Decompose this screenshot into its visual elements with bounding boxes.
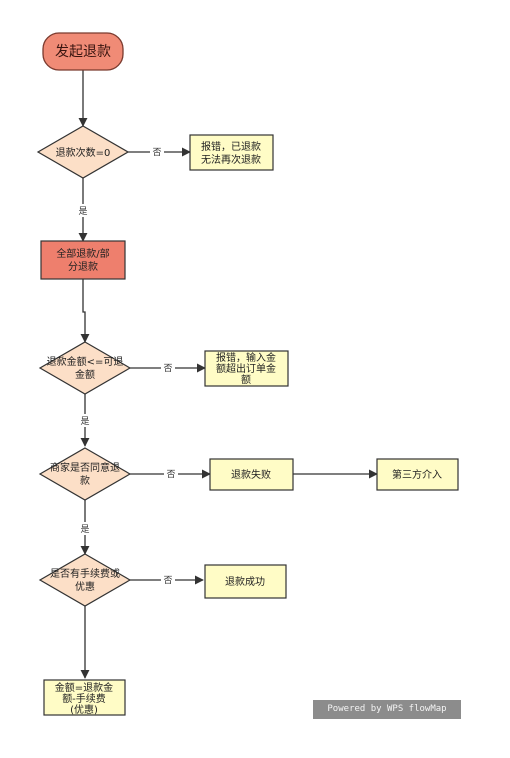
node-full-partial-refund-line1: 全部退款/部: [56, 247, 109, 260]
node-start-label: 发起退款: [55, 44, 111, 60]
edge-label-no-2: 否: [163, 363, 172, 374]
node-refund-success-label: 退款成功: [225, 575, 265, 588]
node-error-amount-exceeds-line1: 报错，输入金: [216, 351, 276, 364]
edge-full-partial-to-d2: [80, 279, 90, 343]
node-decision-merchant-agree: 商家是否同意退 款: [38, 447, 132, 501]
node-error-already-refunded: 报错，已退款 无法再次退款: [189, 134, 274, 171]
node-third-party-label: 第三方介入: [392, 468, 442, 481]
node-full-partial-refund-line2: 分退款: [68, 260, 98, 273]
node-refund-failed-label: 退款失败: [231, 468, 271, 481]
edge-labels: 否 是 否 是 否 是 否: [76, 145, 178, 586]
node-decision-fee-discount: 是否有手续费或 优惠: [38, 553, 132, 607]
node-full-partial-refund: 全部退款/部 分退款: [40, 240, 126, 280]
node-decision-fee-discount-line2: 优惠: [75, 580, 95, 593]
node-final-amount-line1: 金额=退款金: [55, 681, 113, 694]
node-decision-amount-limit-line2: 金额: [75, 368, 95, 381]
node-decision-merchant-agree-line2: 款: [80, 474, 90, 487]
edge-label-yes-3: 是: [80, 524, 89, 535]
node-refund-success: 退款成功: [204, 564, 287, 599]
node-decision-merchant-agree-line1: 商家是否同意退: [50, 461, 120, 474]
node-third-party: 第三方介入: [376, 458, 459, 491]
node-final-amount-line3: (优惠): [70, 703, 98, 716]
edge-label-yes-1: 是: [78, 206, 87, 217]
node-error-amount-exceeds-line2: 额超出订单金: [216, 362, 276, 375]
edge-label-no-1: 否: [152, 147, 161, 158]
node-decision-amount-limit: 退款金额<=可退 金额: [38, 341, 132, 395]
node-decision-refund-count-label: 退款次数=0: [56, 146, 111, 159]
node-start: 发起退款: [42, 32, 124, 71]
node-error-amount-exceeds-line3: 额: [241, 373, 251, 386]
node-decision-amount-limit-line1: 退款金额<=可退: [47, 355, 124, 368]
node-error-already-refunded-line2: 无法再次退款: [201, 153, 261, 166]
node-final-amount-line2: 额-手续费: [62, 692, 106, 705]
edge-label-no-3: 否: [166, 469, 175, 480]
watermark: Powered by WPS flowMap: [313, 700, 461, 719]
node-error-already-refunded-line1: 报错，已退款: [201, 140, 261, 153]
node-refund-failed: 退款失败: [209, 458, 294, 491]
node-final-amount: 金额=退款金 额-手续费 (优惠): [43, 679, 126, 716]
node-decision-fee-discount-line1: 是否有手续费或: [50, 567, 120, 580]
edge-label-yes-2: 是: [80, 416, 89, 427]
node-error-amount-exceeds: 报错，输入金 额超出订单金 额: [204, 350, 289, 387]
edge-label-no-4: 否: [163, 575, 172, 586]
node-decision-refund-count: 退款次数=0: [36, 125, 130, 179]
